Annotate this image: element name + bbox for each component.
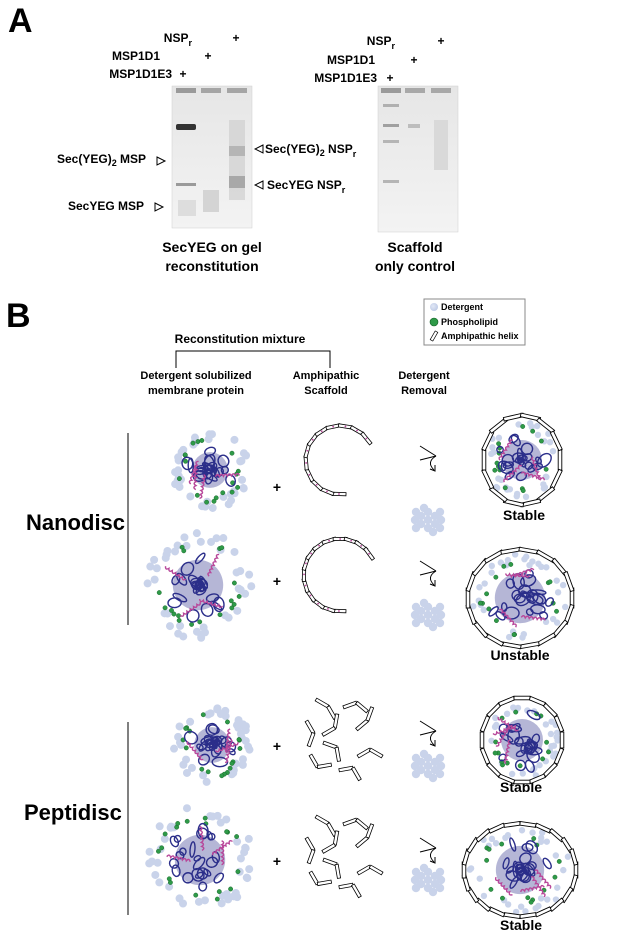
- svg-text:Sec(YEG)2 NSPr: Sec(YEG)2 NSPr: [265, 142, 357, 159]
- band-label-secyeg2-msp-suffix: MSP: [117, 152, 146, 166]
- right-gel-caption-1: Scaffold: [387, 239, 442, 255]
- removed-detergent-micelle-3: [410, 749, 446, 783]
- scaffold-4: [304, 814, 384, 899]
- legend-helix-swatch: [429, 330, 439, 342]
- solubilized-protein-2: [143, 529, 256, 642]
- removed-detergent-micelle-1: [410, 503, 446, 537]
- rgel-lane-mark-msp1d1e3: +: [386, 71, 393, 85]
- band-arrow-left-2: [154, 202, 165, 212]
- rgel-lane-mark-nsp: +: [437, 34, 444, 48]
- left-gel-band-labels: Sec(YEG)2 MSP SecYEG MSP Sec(YEG)2 NSPr …: [57, 142, 357, 213]
- svg-text:NSPr: NSPr: [164, 31, 193, 48]
- plus-sign-1: +: [273, 479, 281, 495]
- removed-detergent-micelle-4: [410, 863, 446, 897]
- left-gel-lane-labels: NSPr MSP1D1 MSP1D1E3 + + +: [109, 31, 239, 81]
- svg-text:NSPr: NSPr: [367, 34, 396, 51]
- lane-label-msp1d1: MSP1D1: [112, 49, 160, 63]
- band-label-secyeg2-nsp: Sec(YEG): [265, 142, 320, 156]
- detergent-removal-arrow-1: [419, 445, 437, 472]
- plus-sign-3: +: [273, 738, 281, 754]
- rgel-lane-label-nsp-sub: r: [391, 41, 395, 51]
- plus-sign-2: +: [273, 573, 281, 589]
- legend-box: [423, 298, 526, 346]
- band-label-secyeg2-msp: Sec(YEG): [57, 152, 112, 166]
- detergent-removal-arrow-4: [419, 837, 437, 864]
- lane-label-msp1d1e3: MSP1D1E3: [109, 67, 172, 81]
- col2-header-1: Amphipathic: [293, 370, 360, 382]
- detergent-removal-arrow-3: [419, 720, 437, 747]
- legend-phospholipid-label: Phospholipid: [441, 317, 498, 327]
- solubilized-protein-1: [171, 430, 251, 512]
- left-gel-caption-1: SecYEG on gel: [162, 239, 262, 255]
- legend-detergent-label: Detergent: [441, 302, 483, 312]
- band-arrow-right-2: [253, 180, 264, 190]
- reconstituted-particle-4: [461, 821, 579, 919]
- detergent-removal-arrow-2: [419, 560, 437, 587]
- band-label-secyeg-nsp-sub: r: [342, 185, 346, 195]
- legend-detergent-swatch: [430, 303, 438, 311]
- mixture-bracket: [175, 350, 331, 368]
- lane-mark-msp1d1: +: [204, 49, 211, 63]
- solubilized-protein-3: [170, 704, 254, 786]
- removed-detergent-micelle-2: [410, 598, 446, 632]
- scaffold-2: [301, 536, 376, 614]
- band-label-secyeg2-msp-sub: 2: [112, 158, 117, 168]
- panel-a-label: A: [8, 2, 33, 40]
- scaffold-3: [304, 697, 384, 782]
- band-label-secyeg-nsp: SecYEG NSP: [267, 178, 342, 192]
- legend-helix-label: Amphipathic helix: [441, 331, 519, 341]
- reconstituted-particle-2: [465, 546, 575, 650]
- right-gel-caption-2: only control: [375, 258, 455, 274]
- rgel-lane-mark-msp1d1: +: [410, 53, 417, 67]
- band-arrow-left-1: [156, 156, 167, 166]
- rgel-lane-label-msp1d1e3: MSP1D1E3: [314, 71, 377, 85]
- svg-text:Sec(YEG)2 MSP: Sec(YEG)2 MSP: [57, 152, 146, 168]
- band-label-secyeg2-nsp-suffix: NSP: [325, 142, 353, 156]
- band-label-secyeg2-nsp-sub: 2: [320, 148, 325, 158]
- panel-b-label: B: [6, 297, 31, 335]
- plus-sign-4: +: [273, 853, 281, 869]
- right-gel-image: [377, 85, 459, 233]
- left-gel-caption-2: reconstitution: [165, 258, 258, 274]
- right-gel-lane-labels: NSPr MSP1D1 MSP1D1E3 + + +: [314, 34, 444, 85]
- lane-label-nsp: NSP: [164, 31, 189, 45]
- rgel-lane-label-nsp: NSP: [367, 34, 392, 48]
- group-label-nanodisc: Nanodisc: [26, 510, 125, 535]
- solubilized-protein-4: [145, 804, 254, 908]
- col3-header-1: Detergent: [398, 370, 450, 382]
- col1-header-2: membrane protein: [148, 385, 244, 397]
- reconstituted-particle-1: [481, 412, 563, 508]
- col3-header-2: Removal: [401, 385, 447, 397]
- outcome-label-2: Unstable: [490, 647, 549, 663]
- lane-mark-nsp: +: [232, 31, 239, 45]
- scaffold-1: [303, 423, 373, 497]
- lane-label-nsp-sub: r: [188, 38, 192, 48]
- col2-header-2: Scaffold: [304, 385, 347, 397]
- svg-text:SecYEG NSPr: SecYEG NSPr: [267, 178, 346, 195]
- mixture-label: Reconstitution mixture: [175, 332, 306, 346]
- legend-phospholipid-swatch: [429, 317, 439, 327]
- band-label-secyeg-msp: SecYEG MSP: [68, 199, 144, 213]
- band-arrow-right-1: [253, 144, 264, 154]
- outcome-label-1: Stable: [503, 507, 545, 523]
- reconstituted-particle-3: [479, 695, 565, 785]
- group-label-peptidisc: Peptidisc: [24, 800, 122, 825]
- band-label-secyeg2-nsp-r: r: [353, 149, 357, 159]
- rgel-lane-label-msp1d1: MSP1D1: [327, 53, 375, 67]
- col1-header-1: Detergent solubilized: [140, 370, 251, 382]
- outcome-label-4: Stable: [500, 917, 542, 933]
- left-gel-image: [171, 85, 253, 229]
- lane-mark-msp1d1e3: +: [179, 67, 186, 81]
- legend: Detergent Phospholipid Amphipathic helix: [423, 298, 526, 346]
